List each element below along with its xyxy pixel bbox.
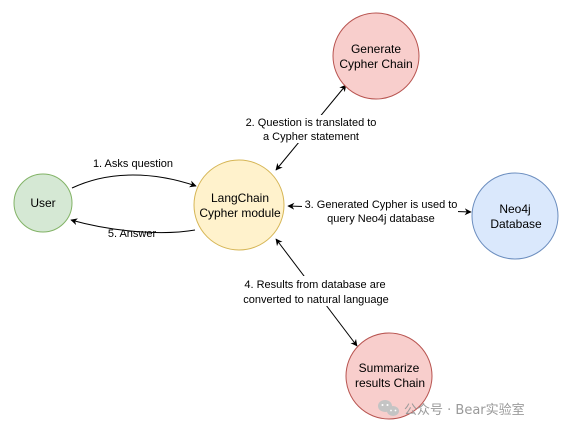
node-user: User (13, 173, 73, 233)
node-generate-label-line-2: Cypher Chain (339, 57, 412, 71)
edge-label-results-bg (236, 276, 394, 306)
edge-label-answer-line-1: 5. Answer (108, 228, 157, 240)
node-langchain-label-line-2: Cypher module (199, 206, 281, 220)
edge-label-generated-line-2: query Neo4j database (327, 213, 435, 225)
node-langchain-circle (193, 159, 285, 251)
node-neo4j-label-line-1: Neo4j (499, 202, 530, 216)
node-summarize-label-line-1: Summarize (359, 361, 420, 375)
node-langchain-cypher-module: LangChain Cypher module (193, 159, 285, 251)
node-neo4j-circle (471, 172, 559, 260)
edge-label-answer: 5. Answer (108, 228, 157, 240)
node-summarize-circle (345, 332, 433, 420)
edge-answer (70, 218, 196, 234)
edge-label-translated-bg (240, 115, 382, 143)
edge-label-results: 4. Results from database are converted t… (236, 276, 394, 306)
wechat-icon (378, 400, 399, 416)
edge-label-generated-bg (302, 196, 458, 224)
edge-label-asks: 1. Asks question (93, 158, 173, 170)
node-langchain-label-line-1: LangChain (211, 191, 269, 205)
node-neo4j-database: Neo4j Database (471, 172, 559, 260)
node-user-label: User (30, 196, 55, 210)
edge-asks-question (71, 174, 197, 189)
node-user-circle (13, 173, 73, 233)
edge-label-results-line-2: converted to natural language (243, 294, 389, 306)
edge-label-translated-line-2: a Cypher statement (263, 131, 359, 143)
node-generate-cypher-chain: Generate Cypher Chain (332, 12, 420, 100)
edge-label-generated-line-1: 3. Generated Cypher is used to (305, 199, 458, 211)
edge-label-results-line-1: 4. Results from database are (244, 279, 385, 291)
node-generate-label-line-1: Generate (351, 42, 401, 56)
edge-label-translated-line-1: 2. Question is translated to (246, 117, 377, 129)
node-summarize-label-line-2: results Chain (355, 376, 425, 390)
edge-label-translated: 2. Question is translated to a Cypher st… (240, 115, 382, 143)
node-generate-circle (332, 12, 420, 100)
edge-label-generated: 3. Generated Cypher is used to query Neo… (302, 196, 458, 225)
watermark-text: 公众号 · Bear实验室 (404, 402, 525, 418)
edge-label-asks-line-1: 1. Asks question (93, 158, 173, 170)
node-summarize-results-chain: Summarize results Chain (345, 332, 433, 420)
watermark: 公众号 · Bear实验室 (378, 400, 525, 418)
node-neo4j-label-line-2: Database (490, 217, 542, 231)
